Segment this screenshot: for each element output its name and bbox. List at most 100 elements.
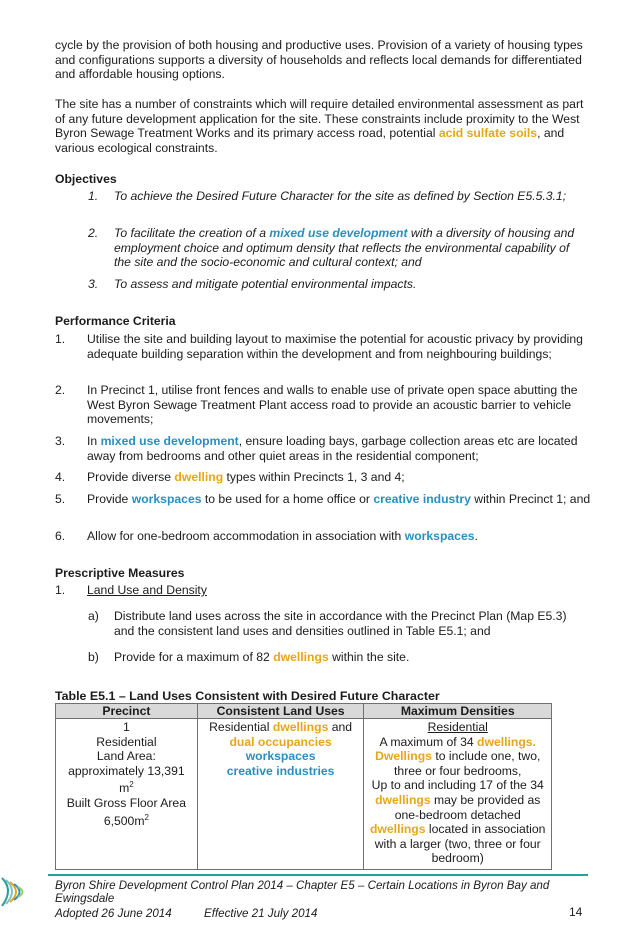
cell-line: Residential dwellings and bbox=[201, 720, 361, 735]
cell-text: Up to and including 17 of the 34 bbox=[371, 778, 544, 793]
item-text: To facilitate the creation of a mixed us… bbox=[114, 226, 588, 270]
cell-text: and bbox=[328, 720, 353, 734]
land-uses-cell: Residential dwellings and dual occupanci… bbox=[196, 718, 365, 870]
page-number: 14 bbox=[569, 905, 583, 919]
term-link[interactable]: acid sulfate soils bbox=[438, 126, 538, 141]
intro-p2-end: , and various ecological constraints. bbox=[55, 126, 565, 155]
cell-line: Up to and including 17 of the 34 dwellin… bbox=[367, 778, 548, 866]
item-number: 1. bbox=[55, 583, 66, 597]
cell-line: A maximum of 34 dwellings. bbox=[367, 735, 548, 750]
superscript: 2 bbox=[144, 812, 149, 822]
prescriptive-item: 1. Land Use and Density bbox=[55, 583, 595, 598]
item-number: 4. bbox=[55, 470, 66, 484]
term-link[interactable]: mixed use development bbox=[100, 434, 239, 448]
term-link[interactable]: workspaces bbox=[404, 529, 475, 543]
objective-item: 3. To assess and mitigate potential envi… bbox=[88, 277, 588, 292]
item-text: Provide workspaces to be used for a home… bbox=[87, 492, 595, 507]
item-text: Utilise the site and building layout to … bbox=[87, 332, 583, 361]
footer-divider bbox=[48, 874, 588, 876]
term-link[interactable]: workspaces bbox=[131, 492, 202, 506]
term-link[interactable]: mixed use development bbox=[269, 226, 408, 240]
objectives-heading: Objectives bbox=[55, 172, 117, 186]
item-text: To assess and mitigate potential environ… bbox=[114, 277, 417, 291]
item-text: In Precinct 1, utilise front fences and … bbox=[87, 383, 578, 427]
table-caption: Table E5.1 – Land Uses Consistent with D… bbox=[55, 689, 440, 703]
item-text-part: Allow for one-bedroom accommodation in a… bbox=[87, 529, 405, 543]
cell-text: m bbox=[119, 781, 130, 796]
land-use-table: Precinct Consistent Land Uses Maximum De… bbox=[55, 703, 552, 870]
cell-line: 6,500m2 bbox=[59, 811, 194, 829]
item-text: To achieve the Desired Future Character … bbox=[114, 189, 567, 203]
item-text: Distribute land uses across the site in … bbox=[114, 609, 567, 638]
item-text-part: to be used for a home office or bbox=[201, 492, 374, 506]
table-row: 1 Residential Land Area: approximately 1… bbox=[55, 718, 552, 870]
footer-adopted: Adopted 26 June 2014 bbox=[55, 907, 172, 920]
item-title: Land Use and Density bbox=[87, 583, 207, 597]
criteria-item: 1. Utilise the site and building layout … bbox=[55, 332, 595, 361]
item-text-part: To facilitate the creation of a bbox=[114, 226, 270, 240]
cell-text: Residential bbox=[209, 720, 273, 734]
performance-heading: Performance Criteria bbox=[55, 314, 176, 328]
item-text: In mixed use development, ensure loading… bbox=[87, 434, 595, 463]
term-link[interactable]: dwellings bbox=[375, 792, 431, 807]
item-number: 2. bbox=[55, 383, 66, 397]
cell-title: Residential bbox=[427, 720, 488, 734]
cell-line: Dwellings to include one, two, three or … bbox=[367, 749, 548, 778]
item-text-part: types within Precincts 1, 3 and 4; bbox=[223, 470, 405, 484]
item-number: 2. bbox=[88, 226, 99, 240]
criteria-item: 3. In mixed use development, ensure load… bbox=[55, 434, 595, 463]
item-text-part: within the site. bbox=[328, 650, 410, 664]
column-header: Maximum Densities bbox=[363, 703, 552, 719]
item-text-part: In bbox=[87, 434, 101, 448]
term-link[interactable]: dwellings bbox=[369, 822, 426, 837]
prescriptive-heading: Prescriptive Measures bbox=[55, 566, 185, 580]
term-link[interactable]: workspaces bbox=[245, 749, 316, 764]
criteria-item: 2. In Precinct 1, utilise front fences a… bbox=[55, 383, 595, 427]
cell-line: approximately 13,391 bbox=[68, 763, 185, 778]
sub-item: a) Distribute land uses across the site … bbox=[88, 609, 588, 638]
item-number: a) bbox=[88, 609, 99, 623]
column-header: Precinct bbox=[55, 703, 198, 719]
item-text-part: , ensure loading bays, garbage collectio… bbox=[87, 434, 578, 463]
item-number: 3. bbox=[55, 434, 66, 448]
term-link[interactable]: dwelling bbox=[174, 470, 224, 484]
superscript: 2 bbox=[129, 780, 134, 790]
intro-paragraph-2: The site has a number of constraints whi… bbox=[55, 97, 585, 155]
cell-text: 6,500m bbox=[103, 813, 145, 828]
criteria-item: 5. Provide workspaces to be used for a h… bbox=[55, 492, 595, 507]
term-link[interactable]: dwellings bbox=[273, 650, 329, 664]
precinct-cell: 1 Residential Land Area: approximately 1… bbox=[55, 718, 198, 870]
item-number: 1. bbox=[88, 189, 99, 203]
objective-item: 1. To achieve the Desired Future Charact… bbox=[88, 189, 588, 204]
item-number: 1. bbox=[55, 332, 66, 346]
item-text-part: within Precinct 1; and bbox=[470, 492, 591, 506]
term-link[interactable]: Dwellings bbox=[375, 749, 432, 764]
item-text: Provide diverse dwelling types within Pr… bbox=[87, 470, 595, 485]
intro-paragraph-1: cycle by the provision of both housing a… bbox=[55, 38, 583, 82]
item-text-part: with a diversity of housing and employme… bbox=[114, 226, 575, 270]
cell-line: Built Gross Floor Area bbox=[66, 796, 186, 811]
term-link[interactable]: dwellings bbox=[272, 720, 329, 734]
column-header: Consistent Land Uses bbox=[196, 703, 365, 719]
item-text: Allow for one-bedroom accommodation in a… bbox=[87, 529, 595, 544]
cell-text: to include one, two, three or four bedro… bbox=[394, 749, 541, 778]
cell-line: Land Area: bbox=[96, 749, 156, 764]
intro-p2-text: The site has a number of constraints whi… bbox=[55, 97, 584, 141]
item-number: 3. bbox=[88, 277, 99, 291]
cell-text: may be provided as one-bedroom detached bbox=[394, 792, 541, 822]
criteria-item: 4. Provide diverse dwelling types within… bbox=[55, 470, 595, 485]
term-link[interactable]: dwellings. bbox=[477, 734, 536, 749]
council-logo-icon bbox=[1, 877, 24, 907]
cell-text: located in association with a larger (tw… bbox=[374, 822, 546, 866]
item-text-part: Provide bbox=[87, 492, 132, 506]
cell-line: 1 bbox=[122, 720, 130, 734]
term-link[interactable]: creative industries bbox=[226, 763, 335, 778]
cell-line: m2 bbox=[59, 778, 194, 796]
term-link[interactable]: creative industry bbox=[373, 492, 471, 506]
item-text-part: Provide diverse bbox=[87, 470, 175, 484]
densities-cell: Residential A maximum of 34 dwellings. D… bbox=[363, 718, 552, 870]
item-text-part: . bbox=[474, 529, 478, 543]
cell-line: Residential bbox=[96, 734, 157, 749]
term-link[interactable]: dual occupancies bbox=[229, 734, 332, 749]
